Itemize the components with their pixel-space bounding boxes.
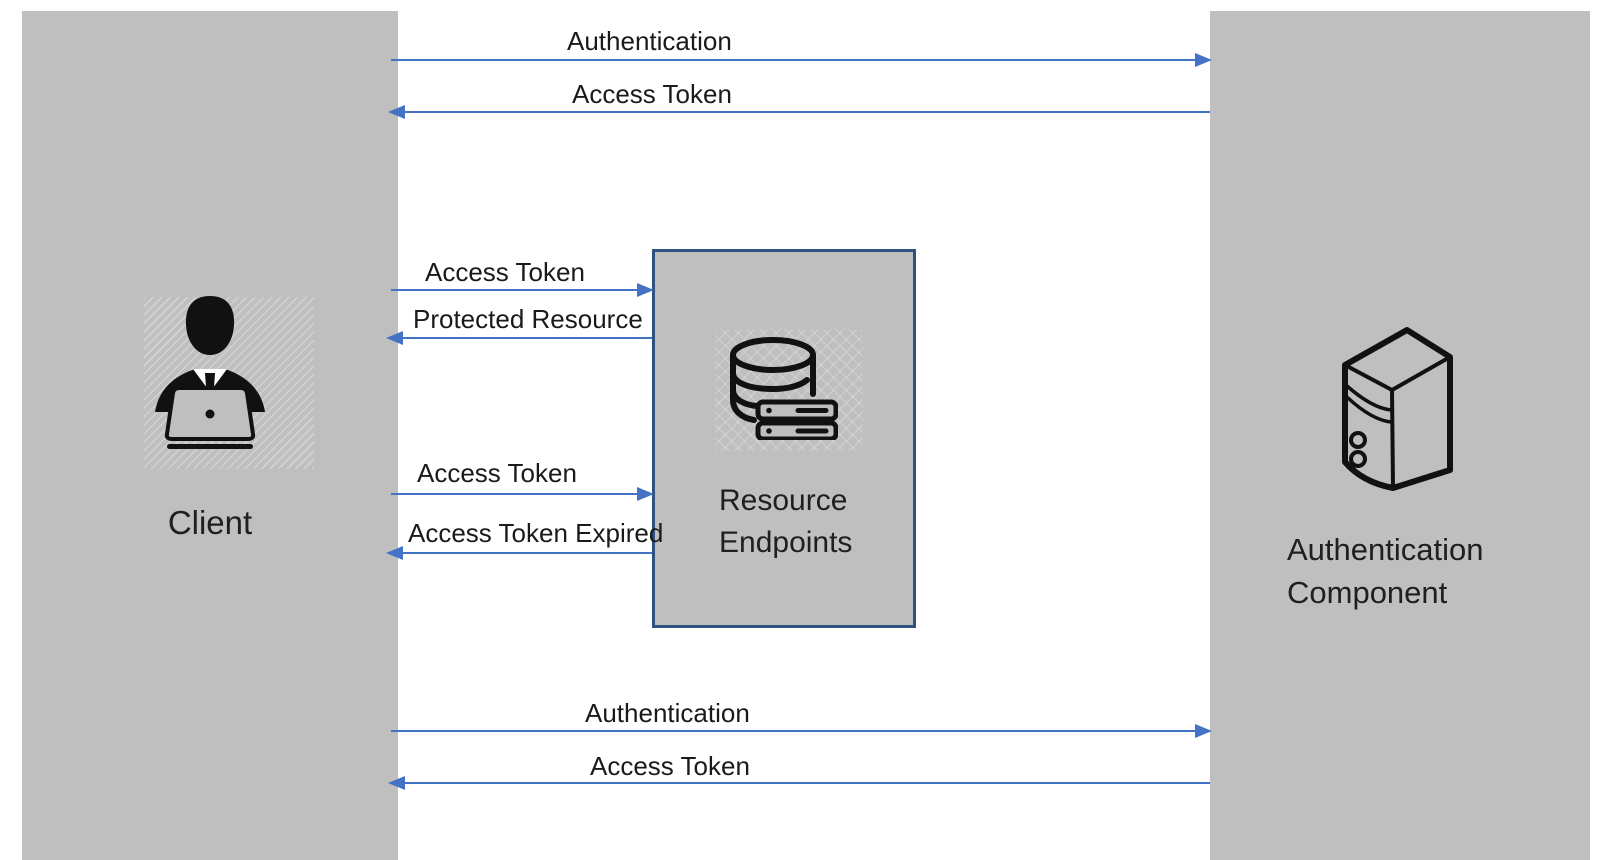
message-label-access-token-bottom: Access Token	[590, 751, 750, 781]
message-label-access-token-expired: Access Token Expired	[408, 518, 664, 548]
arrowhead-left-icon	[386, 331, 403, 345]
message-label-access-token-mid1: Access Token	[425, 257, 585, 287]
arrowhead-left-icon	[388, 776, 405, 790]
message-label-protected-resource: Protected Resource	[413, 304, 643, 334]
message-label-authentication-top: Authentication	[567, 26, 732, 56]
arrow-client-to-resource-1	[391, 283, 654, 297]
client-label: Client	[167, 504, 253, 541]
message-label-access-token-top: Access Token	[572, 79, 732, 109]
arrow-client-to-resource-2	[391, 487, 654, 501]
arrowhead-right-icon	[1195, 724, 1212, 738]
arrowhead-right-icon	[637, 283, 654, 297]
arrowhead-left-icon	[388, 105, 405, 119]
arrow-auth-to-client-top	[388, 105, 1210, 119]
authentication-component-label-line1: Authentication	[1287, 532, 1484, 567]
client-panel	[22, 11, 398, 860]
resource-endpoints-label: Resource Endpoints	[719, 480, 852, 564]
authentication-component-label-line2: Component	[1287, 575, 1448, 610]
arrow-resource-to-client-1	[386, 331, 652, 345]
authentication-component-label: Authentication Component	[1287, 528, 1483, 614]
arrow-client-to-auth-bottom	[391, 724, 1212, 738]
arrowhead-right-icon	[1195, 53, 1212, 67]
arrowhead-left-icon	[386, 546, 403, 560]
message-label-access-token-mid2: Access Token	[417, 458, 577, 488]
arrow-client-to-auth-top	[391, 53, 1212, 67]
resource-endpoints-label-line2: Endpoints	[719, 526, 853, 559]
arrow-resource-to-client-2	[386, 546, 652, 560]
arrow-auth-to-client-bottom	[388, 776, 1210, 790]
arrowhead-right-icon	[637, 487, 654, 501]
authentication-component-panel	[1210, 11, 1590, 860]
database-servers-icon	[730, 337, 838, 440]
message-label-authentication-bottom: Authentication	[585, 698, 750, 728]
server-tower-icon	[1342, 327, 1453, 491]
resource-endpoints-label-line1: Resource	[719, 484, 848, 517]
person-at-laptop-icon	[155, 296, 265, 449]
